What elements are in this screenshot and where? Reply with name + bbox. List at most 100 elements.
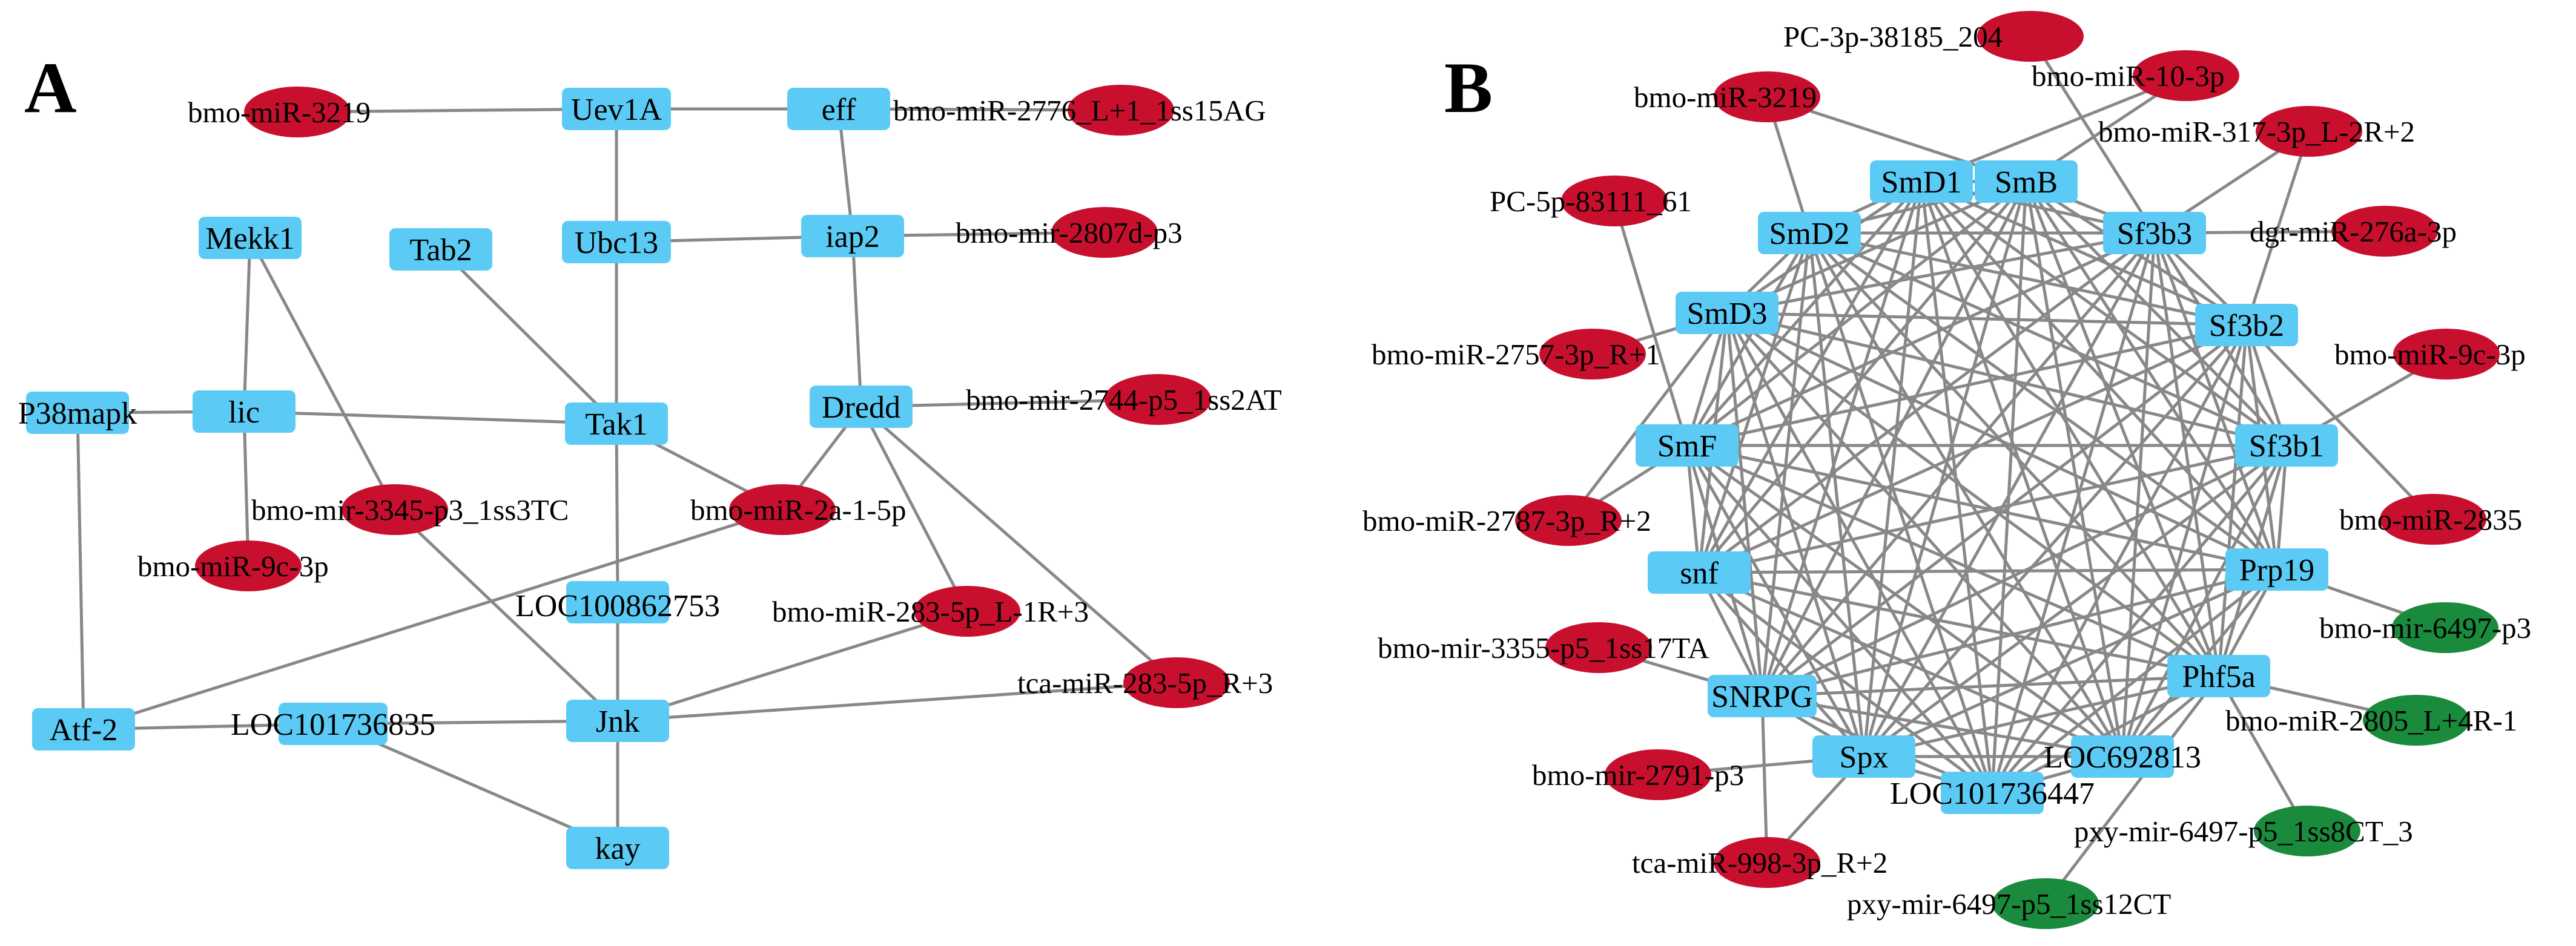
network-edge — [2245, 324, 2434, 521]
gene-label: lic — [228, 395, 260, 430]
network-edge — [617, 681, 1177, 723]
ppi-edge — [2024, 181, 2221, 677]
gene-node-spx: Spx — [1812, 735, 1915, 778]
gene-node-snrpg: SNRPG — [1708, 675, 1817, 717]
gene-label: SmB — [1995, 165, 2058, 200]
gene-box — [193, 390, 296, 433]
gene-label: SmD2 — [1769, 217, 1850, 251]
mirna-ellipse — [2256, 106, 2362, 157]
gene-node-dredd: Dredd — [810, 386, 913, 428]
gene-node-smd1: SmD1 — [1870, 160, 1973, 203]
gene-box — [566, 827, 669, 869]
ppi-edge — [1808, 232, 1866, 757]
network-edge — [394, 508, 619, 722]
gene-label: SmD1 — [1881, 165, 1962, 200]
mirna-ellipse — [2363, 695, 2469, 746]
gene-box — [562, 221, 671, 263]
ppi-edge — [1863, 444, 2288, 758]
panel-a: A Uev1A eff Ubc13 iap2 Mekk1 Tab2 lic — [18, 47, 1282, 869]
gene-box — [1870, 160, 1973, 203]
mirna-node-bmo-mir-9c-3p-b: bmo-miR-9c-3p — [2334, 329, 2526, 379]
mirna-label: bmo-miR-2835 — [2339, 503, 2522, 536]
mirna-label: bmo-miR-3219 — [188, 96, 371, 129]
gene-box — [566, 700, 669, 742]
gene-node-lic: lic — [193, 390, 296, 433]
mirna-label: bmo-mir-2744-p5_1ss2AT — [966, 383, 1282, 416]
mirna-ellipse — [342, 484, 448, 535]
gene-node-tak1: Tak1 — [565, 402, 668, 445]
mirna-label: bmo-mir-2791-p3 — [1532, 758, 1744, 792]
ppi-edge — [1808, 232, 2124, 758]
mirna-ellipse — [2392, 602, 2498, 653]
ppi-edge — [1697, 180, 1923, 574]
gene-node-loc101736835: LOC101736835 — [231, 703, 435, 745]
gene-box — [2103, 212, 2206, 254]
mirna-node-tca-mir-283-5p: tca-miR-283-5p_R+3 — [1017, 657, 1273, 708]
gene-node-iap2: iap2 — [801, 215, 904, 257]
ppi-edge — [1698, 231, 2156, 574]
mirna-node-bmo-mir-2791-p3: bmo-mir-2791-p3 — [1532, 749, 1744, 800]
ppi-edge — [2217, 324, 2248, 677]
network-edge — [1760, 695, 1769, 863]
gene-label: Prp19 — [2239, 553, 2314, 588]
ppi-edge — [1809, 231, 2247, 327]
gene-node-sf3b2: Sf3b2 — [2195, 304, 2298, 346]
ppi-edge — [1761, 232, 2156, 697]
mirna-ellipse — [1561, 176, 1668, 226]
mirna-ellipse — [1515, 495, 1622, 546]
ppi-edge — [2153, 232, 2279, 570]
mirna-ellipse — [2331, 206, 2438, 257]
network-edge — [248, 237, 397, 511]
gene-label: Uev1A — [571, 93, 662, 127]
ppi-edge — [1990, 324, 2248, 794]
gene-label: LOC100862753 — [515, 589, 720, 623]
ppi-edge — [1699, 571, 2219, 678]
gene-label: Tak1 — [585, 407, 647, 442]
gene-label: SNRPG — [1711, 680, 1813, 714]
mirna-ellipse — [1714, 71, 1820, 122]
mirna-node-pc-5p-83111-61: PC-5p-83111_61 — [1490, 176, 1692, 226]
mirna-label: bmo-mir-3355-p5_1ss17TA — [1378, 631, 1709, 665]
ppi-edge — [1698, 323, 2248, 574]
mirna-node-bmo-mir-2807d-p3: bmo-mir-2807d-p3 — [956, 207, 1183, 258]
mirna-label: bmo-miR-2a-1-5p — [690, 493, 907, 527]
gene-box — [1758, 212, 1861, 254]
gene-node-p38mapk: P38mapk — [18, 392, 137, 434]
mirna-node-bmo-mir-3219-b: bmo-miR-3219 — [1634, 71, 1820, 122]
gene-box — [562, 88, 671, 130]
gene-box — [1636, 424, 1739, 467]
ppi-edge — [1725, 312, 1994, 794]
gene-node-loc101736447: LOC101736447 — [1890, 772, 2095, 814]
gene-label: SmF — [1657, 429, 1717, 464]
gene-label: Ubc13 — [575, 226, 659, 260]
gene-box — [1648, 551, 1751, 594]
gene-label: Dredd — [822, 390, 900, 425]
gene-node-uev1a: Uev1A — [562, 88, 671, 130]
mirna-ellipse — [1992, 878, 2099, 929]
gene-box — [32, 708, 135, 751]
mirna-node-bmo-mir-317-3p: bmo-miR-317-3p_L-2R+2 — [2098, 106, 2415, 157]
ppi-edge — [1686, 231, 2156, 447]
network-edge — [243, 410, 617, 425]
mirna-ellipse — [195, 540, 302, 591]
gene-node-smd3: SmD3 — [1676, 292, 1778, 334]
gene-label: Sf3b2 — [2209, 309, 2284, 343]
gene-box — [565, 402, 668, 445]
gene-node-eff: eff — [787, 88, 890, 130]
mirna-node-bmo-mir-6497-p3: bmo-mir-6497-p3 — [2319, 602, 2531, 653]
ppi-edge — [1808, 231, 2278, 571]
mirna-node-bmo-mir-3355-p5: bmo-mir-3355-p5_1ss17TA — [1378, 622, 1709, 673]
network-edge — [1567, 312, 1728, 522]
mirna-label: tca-miR-283-5p_R+3 — [1017, 666, 1273, 700]
mirna-node-bmo-mir-2776: bmo-miR-2776_L+1_1ss15AG — [893, 85, 1266, 136]
ppi-edge — [1725, 312, 1866, 757]
ppi-edge — [1699, 444, 2287, 574]
gene-label: kay — [595, 832, 640, 866]
panel-b: B SmD1 SmB SmD2 Sf3b3 SmD3 Sf3b2 SmF — [1362, 11, 2531, 929]
mirna-ellipse — [1539, 329, 1646, 379]
gene-node-jnk: Jnk — [566, 700, 669, 742]
mirna-node-bmo-mir-9c-3p: bmo-miR-9c-3p — [137, 540, 329, 591]
gene-label: LOC692813 — [2044, 740, 2201, 775]
mirna-node-bmo-mir-2757-3p: bmo-miR-2757-3p_R+1 — [1372, 329, 1660, 379]
gene-label: P38mapk — [18, 396, 137, 431]
